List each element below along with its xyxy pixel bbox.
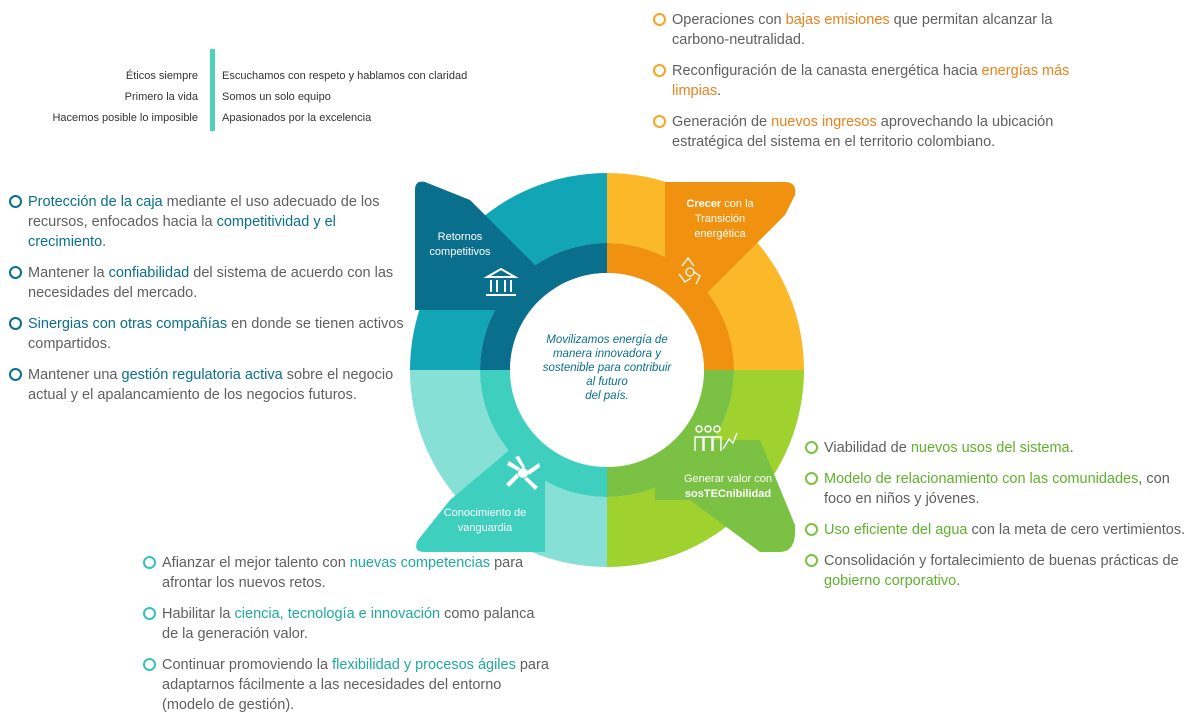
value-item: Apasionados por la excelencia: [222, 112, 372, 124]
bullet-icon: [143, 658, 156, 671]
segment-retornos-arrow: [415, 181, 560, 310]
bullet-icon: [805, 523, 818, 536]
hands-unity-icon: [506, 456, 540, 490]
teal-bullet-list: Protección de la caja mediante el uso ad…: [8, 192, 408, 416]
list-item: Operaciones con bajas emisiones que perm…: [652, 10, 1092, 50]
center-mission-text: Movilizamos energía de manera innovadora…: [542, 334, 672, 402]
list-item: Generación de nuevos ingresos aprovechan…: [652, 112, 1092, 152]
bullet-icon: [143, 556, 156, 569]
bullet-icon: [805, 441, 818, 454]
value-item: Hacemos posible lo imposible: [52, 112, 198, 124]
list-item: Afianzar el mejor talento con nuevas com…: [142, 553, 552, 593]
orange-bullet-list: Operaciones con bajas emisiones que perm…: [652, 10, 1092, 163]
value-item: Escuchamos con respeto y hablamos con cl…: [222, 70, 468, 82]
values-divider: [210, 49, 215, 131]
value-item: Éticos siempre: [125, 70, 198, 82]
values-right-column: Escuchamos con respeto y hablamos con cl…: [222, 66, 467, 129]
list-item: Sinergias con otras compañías en donde s…: [8, 314, 408, 354]
list-item: Consolidación y fortalecimiento de buena…: [804, 551, 1196, 591]
segment-crecer-arrow: [665, 182, 796, 300]
green-bullet-list: Viabilidad de nuevos usos del sistema. M…: [804, 438, 1196, 602]
segment-crecer-inner: [607, 243, 734, 370]
values-left-column: Éticos siempre Primero la vida Hacemos p…: [52, 66, 198, 129]
list-item: Mantener una gestión regulatoria activa …: [8, 365, 408, 405]
value-item: Somos un solo equipo: [222, 91, 331, 103]
segment-label-crecer: Crecer con la Transición energética: [686, 198, 754, 240]
list-item: Modelo de relacionamiento con las comuni…: [804, 469, 1196, 509]
list-item: Habilitar la ciencia, tecnología e innov…: [142, 604, 552, 644]
list-item: Viabilidad de nuevos usos del sistema.: [804, 438, 1196, 458]
list-item: Reconfiguración de la canasta energética…: [652, 61, 1092, 101]
bullet-icon: [143, 607, 156, 620]
list-item: Uso eficiente del agua con la meta de ce…: [804, 520, 1196, 540]
bullet-icon: [653, 13, 666, 26]
aqua-bullet-list: Afianzar el mejor talento con nuevas com…: [142, 553, 552, 726]
list-item: Protección de la caja mediante el uso ad…: [8, 192, 408, 252]
segment-label-generar: Generar valor con sosTECnibilidad: [683, 473, 773, 500]
bullet-icon: [9, 195, 22, 208]
segment-label-conocimiento: Conocimiento de vanguardia: [443, 507, 527, 534]
recycle-icon: [678, 256, 701, 285]
segment-generar-inner: [607, 370, 734, 497]
bullet-icon: [9, 317, 22, 330]
bank-icon: [483, 267, 519, 296]
segment-label-retornos: Retornos competitivos: [429, 231, 491, 258]
bullet-icon: [653, 64, 666, 77]
bullet-icon: [805, 554, 818, 567]
segment-retornos-inner: [480, 243, 607, 370]
segment-conocimiento-inner: [480, 370, 607, 497]
segment-generar-arrow: [655, 440, 796, 552]
people-growth-icon: [694, 425, 738, 451]
bullet-icon: [9, 368, 22, 381]
value-item: Primero la vida: [124, 91, 198, 103]
segment-conocimiento-arrow: [416, 420, 545, 552]
bullet-icon: [9, 266, 22, 279]
list-item: Continuar promoviendo la flexibilidad y …: [142, 655, 552, 715]
bullet-icon: [653, 115, 666, 128]
list-item: Mantener la confiabilidad del sistema de…: [8, 263, 408, 303]
bullet-icon: [805, 472, 818, 485]
